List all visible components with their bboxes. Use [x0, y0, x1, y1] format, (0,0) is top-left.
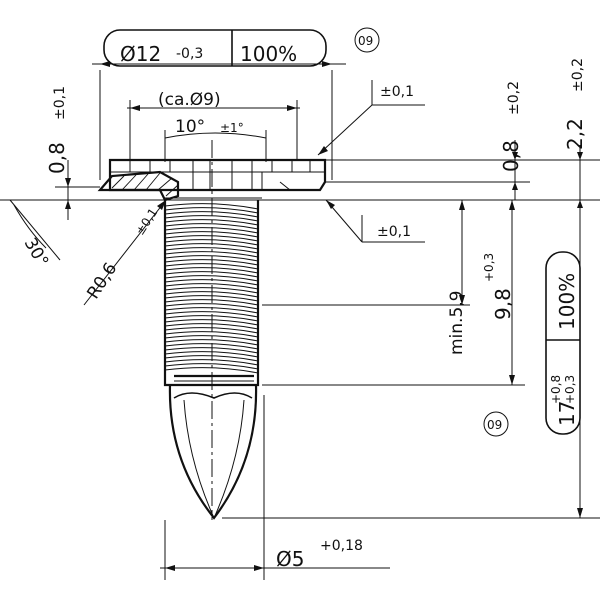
svg-text:±0,1: ±0,1 [52, 86, 68, 120]
thread-crest [164, 291, 259, 302]
flange-edge-tolerance-top: ±0,1 [317, 80, 425, 156]
thread-crest [164, 339, 259, 350]
svg-text:09: 09 [358, 34, 373, 48]
svg-text:min.5,9: min.5,9 [447, 291, 467, 356]
min-thread-length: min.5,9 [262, 200, 470, 355]
thread-crest [164, 227, 259, 238]
angle-tolerance: ±1° [220, 121, 244, 135]
svg-text:09: 09 [487, 418, 502, 432]
thread-crest [164, 251, 259, 262]
thread-crest [164, 267, 259, 278]
thread-crest [164, 363, 259, 374]
flange-thickness-dimension: 0,8 ±0,1 [45, 86, 100, 220]
thread-crest [164, 243, 259, 254]
thread-crest [164, 259, 259, 270]
svg-text:17: 17 [555, 401, 579, 426]
svg-text:±0,2: ±0,2 [570, 58, 586, 92]
inner-dia-label: (ca.Ø9) [158, 90, 221, 110]
drill-tip [168, 374, 258, 520]
thread-crest [164, 211, 259, 222]
radius-callout: R0,6 ±0,1 [83, 199, 167, 306]
svg-text:R0,6: R0,6 [83, 259, 121, 302]
chamfer-angle: 30° [9, 199, 61, 271]
thread-crest [164, 203, 259, 214]
svg-text:±0,1: ±0,1 [380, 84, 414, 100]
head-dia-tolerance: -0,3 [176, 46, 203, 62]
svg-text:Ø5: Ø5 [276, 547, 304, 571]
svg-text:100%: 100% [555, 273, 579, 330]
svg-text:0,8: 0,8 [45, 142, 69, 174]
svg-text:+0,3: +0,3 [563, 375, 577, 404]
svg-text:±0,2: ±0,2 [506, 81, 522, 115]
svg-text:9,8: 9,8 [491, 288, 515, 320]
thread-crest [164, 275, 259, 286]
thread-crest [164, 347, 259, 358]
head-thickness: 0,8 ±0,2 [326, 81, 530, 200]
marker-09-right: 09 [483, 411, 509, 437]
thread-crest [164, 315, 259, 326]
svg-text:+0,8: +0,8 [549, 375, 563, 404]
angle-label: 10° [175, 117, 205, 137]
svg-text:±0,1: ±0,1 [133, 206, 161, 238]
svg-text:30°: 30° [20, 235, 52, 271]
thread-crest [164, 331, 259, 342]
svg-text:2,2: 2,2 [563, 118, 587, 150]
thread-crest [164, 235, 259, 246]
thread-crest [164, 219, 259, 230]
flange-edge-tolerance-bottom: ±0,1 [325, 199, 425, 243]
screw-head [97, 158, 327, 202]
head-dia-check: 100% [240, 42, 297, 66]
angle-dimension: 10° ±1° [164, 117, 267, 162]
thread-crests [164, 203, 259, 374]
head-diameter-callout: Ø12 -0,3 100% [103, 29, 327, 67]
overall-length: 17 +0,8 +0,3 100% [222, 210, 600, 519]
thread-crest [164, 355, 259, 366]
svg-text:+0,3: +0,3 [482, 253, 496, 282]
inner-diameter-dimension: (ca.Ø9) [127, 90, 300, 160]
shank-length: 9,8 +0,3 [262, 200, 525, 386]
svg-text:±0,1: ±0,1 [377, 224, 411, 240]
thread-crest [164, 307, 259, 318]
svg-text:0,8: 0,8 [499, 140, 523, 172]
thread-crest [164, 283, 259, 294]
marker-09-top: 09 [354, 27, 380, 53]
shank-diameter: Ø5 +0,18 [160, 395, 390, 580]
thread-crest [164, 299, 259, 310]
svg-text:+0,18: +0,18 [320, 538, 363, 554]
total-head-height: 2,2 ±0,2 [530, 58, 600, 215]
thread-crest [164, 323, 259, 334]
head-dia-label: Ø12 [120, 42, 161, 66]
head-diameter-dimension-lines [92, 61, 346, 180]
